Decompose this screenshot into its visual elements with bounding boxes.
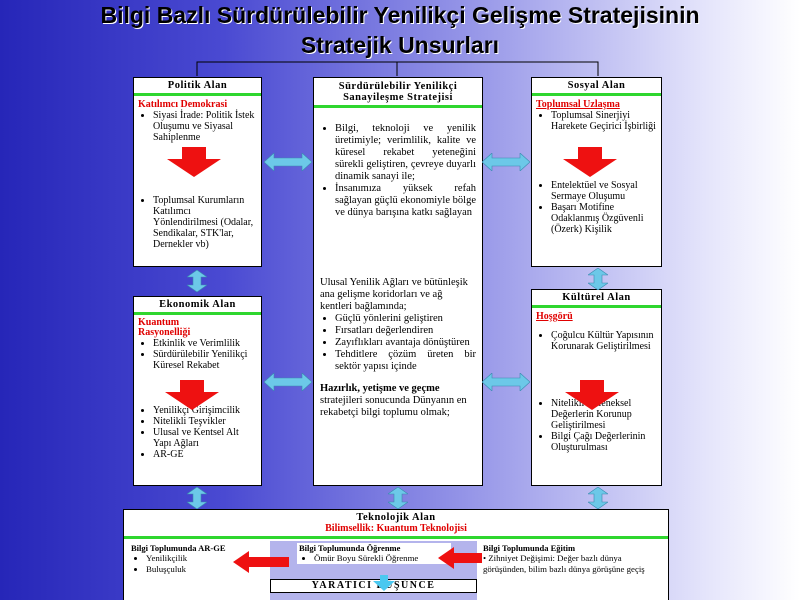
center-intro: Ulusal Yenilik Ağları ve bütünleşik ana … — [320, 277, 468, 312]
green-divider — [134, 312, 261, 315]
red-down-arrow-icon — [165, 380, 219, 410]
center-strategy-box: Sürdürülebilir Yenilikçi Sanayileşme Str… — [313, 77, 483, 486]
green-divider — [124, 536, 668, 539]
list-item: Entelektüel ve Sosyal Sermaye Oluşumu — [551, 180, 657, 202]
ogrenme-block: Bilgi Toplumunda Öğrenme Ömür Boyu Sürek… — [297, 543, 451, 564]
kulturel-subtitle: Hoşgörü — [536, 311, 573, 322]
arge-block: Bilgi Toplumunda AR-GE Yenilikçilik Bulu… — [131, 543, 266, 575]
double-arrow-horizontal-icon — [264, 373, 312, 391]
list-item: Bilgi Çağı Değerlerinin Oluşturulması — [551, 431, 657, 453]
egitim-block: Bilgi Toplumunda Eğitim • Zihniyet Değiş… — [483, 543, 665, 575]
list-item: Zayıflıkları avantaja dönüştüren — [335, 337, 476, 349]
list-item: Ömür Boyu Sürekli Öğrenme — [314, 553, 449, 564]
politik-alan-head: Politik Alan — [167, 80, 228, 91]
list-item: Toplumsal Kurumların Katılımcı Yönlendir… — [153, 195, 257, 250]
teknolojik-subtitle: Bilimsellik: Kuantum Teknolojisi — [325, 523, 467, 534]
egitim-head: Bilgi Toplumunda Eğitim — [483, 543, 576, 553]
list-item: Nitelikli Teşvikler — [153, 416, 257, 427]
ekonomik-subtitle: Kuantum Rasyonelliği — [138, 317, 191, 338]
green-divider — [314, 105, 482, 108]
green-divider — [532, 305, 661, 308]
blue-down-arrow-icon — [373, 575, 395, 591]
list-item: Siyasi İrade: Politik İstek Oluşumu ve S… — [153, 110, 257, 143]
list-item: Buluşçuluk — [146, 564, 266, 575]
double-arrow-horizontal-icon — [482, 153, 530, 171]
list-item: Fırsatları değerlendiren — [335, 325, 476, 337]
green-divider — [532, 93, 661, 96]
list-item: • Zihniyet Değişimi: Değer bazlı dünya g… — [483, 553, 645, 574]
politik-subtitle: Katılımcı Demokrasi — [138, 99, 228, 110]
center-head-2: Sanayileşme Stratejisi — [343, 92, 453, 103]
list-item: Çoğulcu Kültür Yapısının Korunarak Geliş… — [551, 330, 657, 352]
red-down-arrow-icon — [563, 147, 617, 177]
red-down-arrow-icon — [565, 380, 619, 410]
list-item: Toplumsal Sinerjiyi Harekete Geçirici İş… — [551, 110, 657, 132]
ogrenme-head: Bilgi Toplumunda Öğrenme — [299, 543, 401, 553]
double-arrow-vertical-icon — [588, 268, 608, 290]
yaratici-dusunce-label: YARATICI DÜŞÜNCE — [270, 579, 477, 593]
kulturel-alan-head: Kültürel Alan — [562, 292, 631, 303]
center-outro: stratejileri sonucunda Dünyanın en rekab… — [320, 395, 467, 418]
list-item: Ulusal ve Kentsel Alt Yapı Ağları — [153, 427, 257, 449]
list-item: İnsanımıza yüksek refah sağlayan güçlü e… — [335, 183, 476, 219]
list-item: Güçlü yönlerini geliştiren — [335, 313, 476, 325]
arge-head: Bilgi Toplumunda AR-GE — [131, 543, 226, 553]
list-item: AR-GE — [153, 449, 257, 460]
teknolojik-alan-head: Teknolojik Alan — [356, 512, 436, 523]
double-arrow-vertical-icon — [388, 487, 408, 509]
list-item: Yenilikçilik — [146, 553, 266, 564]
green-divider — [134, 93, 261, 96]
double-arrow-horizontal-icon — [264, 153, 312, 171]
red-left-arrow-icon — [438, 547, 482, 569]
ekonomik-alan-head: Ekonomik Alan — [159, 299, 236, 310]
list-item: Yenilikçi Girişimcilik — [153, 405, 257, 416]
title-line-1: Bilgi Bazlı Sürdürülebilir Yenilikçi Gel… — [100, 2, 700, 28]
red-down-arrow-icon — [167, 147, 221, 177]
double-arrow-horizontal-icon — [482, 373, 530, 391]
politik-alan-box: Politik Alan Katılımcı Demokrasi Siyasi … — [133, 77, 262, 267]
list-item: Etkinlik ve Verimlilik — [153, 338, 257, 349]
red-left-arrow-icon — [233, 551, 289, 573]
list-item: Bilgi, teknoloji ve yenilik üretimiyle; … — [335, 123, 476, 183]
title-line-2: Stratejik Unsurları — [300, 32, 500, 58]
center-head-1: Sürdürülebilir Yenilikçi — [338, 81, 458, 92]
list-item: Tehditlere çözüm üreten bir sektör yapıs… — [335, 349, 476, 373]
list-item: Sürdürülebilir Yenilikçi Küresel Rekabet — [153, 349, 257, 371]
sosyal-subtitle: Toplumsal Uzlaşma — [536, 99, 620, 110]
double-arrow-vertical-icon — [187, 487, 207, 509]
list-item: Başarı Motifine Odaklanmış Özgüvenli (Öz… — [551, 202, 657, 235]
center-bold: Hazırlık, yetişme ve geçme — [320, 383, 440, 394]
double-arrow-vertical-icon — [187, 270, 207, 292]
double-arrow-vertical-icon — [588, 487, 608, 509]
sosyal-alan-head: Sosyal Alan — [567, 80, 626, 91]
